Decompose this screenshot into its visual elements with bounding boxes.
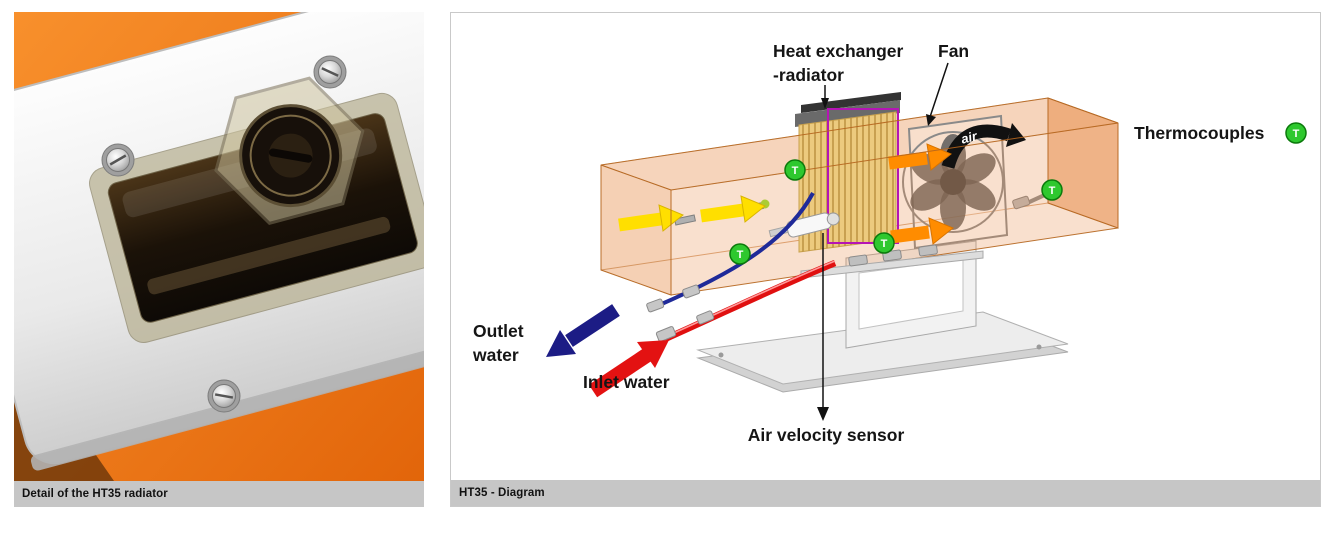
radiator-fins: [802, 112, 894, 252]
leader-lines: [817, 62, 949, 421]
base-plate: [696, 311, 1069, 393]
tube-fitting: [682, 284, 701, 299]
port-slot: [268, 148, 313, 163]
label-radiator: -radiator: [773, 65, 844, 85]
pipe-fittings: [848, 244, 938, 267]
label-heat-exchanger: Heat exchanger: [773, 41, 904, 61]
fan-blade: [955, 153, 996, 185]
base-hole: [1036, 344, 1042, 350]
thermocouple-icon: [873, 232, 895, 254]
fan-ring: [902, 131, 1004, 233]
radiator-photo: [14, 12, 424, 481]
arrow-shaft: [565, 304, 620, 347]
tube-fitting: [655, 326, 677, 342]
radiator-header: [795, 100, 900, 127]
air-arrow-shaft: [941, 124, 1012, 169]
label-air-velocity-sensor: Air velocity sensor: [748, 425, 905, 445]
fan-blade: [910, 179, 951, 211]
screw-top-right: [313, 55, 347, 89]
arrow-shaft: [888, 151, 928, 170]
air-outlet-arrow-2: [890, 217, 954, 245]
thermocouple-icon: [1285, 122, 1307, 144]
arrow-head: [637, 340, 669, 368]
label-outlet-line2: water: [472, 345, 519, 365]
probe-small: [674, 214, 696, 226]
right-caption-bar: HT35 - Diagram: [451, 480, 1320, 506]
label-inlet-water: Inlet water: [583, 372, 670, 392]
label-outlet-line1: Outlet: [473, 321, 524, 341]
arrow-shaft: [618, 212, 662, 232]
thermocouple-letter: T: [1049, 185, 1056, 197]
screw-slot: [321, 67, 339, 77]
thermocouple-legend-icon: T: [1285, 122, 1307, 144]
thermocouple-letter: T: [792, 165, 799, 177]
plate-edge: [30, 312, 424, 471]
air-inlet-arrow-2: [700, 195, 766, 223]
inlet-tube-highlight: [664, 260, 836, 338]
arrow-head: [928, 217, 954, 245]
arrow-shaft: [700, 203, 744, 223]
outlet-water-arrow: [546, 304, 620, 357]
air-arrow-head: [1006, 123, 1026, 147]
label-fan: Fan: [938, 41, 969, 61]
thermocouple-1: T: [784, 159, 806, 181]
thermocouple-icon: [1041, 179, 1063, 201]
tube-fitting: [696, 310, 715, 325]
fan: [902, 114, 1009, 250]
thermocouple-3: T: [873, 232, 895, 254]
thermocouple-icon: [729, 243, 751, 265]
outlet-water-tube: [656, 192, 815, 308]
duct-edge: [1047, 98, 1119, 229]
fitting: [918, 244, 938, 257]
left-caption: Detail of the HT35 radiator: [22, 488, 168, 500]
thermocouple-4: T: [1041, 179, 1063, 201]
air-label: air: [959, 128, 979, 147]
arrow-head: [740, 195, 766, 223]
sensor-cap: [826, 212, 840, 226]
ht35-diagram: air: [472, 41, 1307, 445]
duct-edge: [600, 165, 672, 296]
screw-slot: [214, 393, 234, 399]
thermocouple-letter: T: [1293, 128, 1300, 140]
thermocouple-2: T: [729, 243, 751, 265]
fitting: [848, 254, 868, 267]
inlet-water-arrow: [588, 340, 669, 398]
arrow-shaft: [890, 225, 930, 244]
thermocouple-letter: T: [737, 249, 744, 261]
window-reflection-low: [147, 216, 391, 295]
radiator-photo-figure: Detail of the HT35 radiator: [14, 12, 424, 507]
diagram-figure: air: [450, 12, 1321, 507]
leader-arrowhead: [817, 407, 829, 421]
port-ring: [249, 114, 332, 197]
screw-slot: [109, 154, 127, 166]
leader-arrowhead: [926, 114, 936, 126]
screw-left: [101, 143, 135, 177]
air-flow-arrow: air: [941, 123, 1026, 169]
fan-hub: [940, 169, 966, 195]
right-caption: HT35 - Diagram: [459, 487, 545, 499]
tube-fitting: [646, 298, 665, 313]
left-caption-bar: Detail of the HT35 radiator: [14, 481, 424, 507]
label-thermocouples: Thermocouples: [1134, 123, 1265, 143]
arrow-head: [546, 330, 576, 357]
base-hole: [718, 352, 724, 358]
radiator-plate: [14, 12, 424, 471]
screw-bottom: [207, 379, 241, 413]
probe-body: [1012, 195, 1031, 210]
fan-leader: [929, 62, 949, 118]
inlet-water-tube: [663, 259, 837, 342]
arrow-shaft: [588, 348, 652, 398]
thermocouple-icon: [784, 159, 806, 181]
thermocouple-letter: T: [881, 238, 888, 250]
leader-arrowhead: [821, 98, 829, 109]
radiator-clamp: [801, 92, 901, 113]
radiator-outline-purple: [827, 108, 899, 244]
